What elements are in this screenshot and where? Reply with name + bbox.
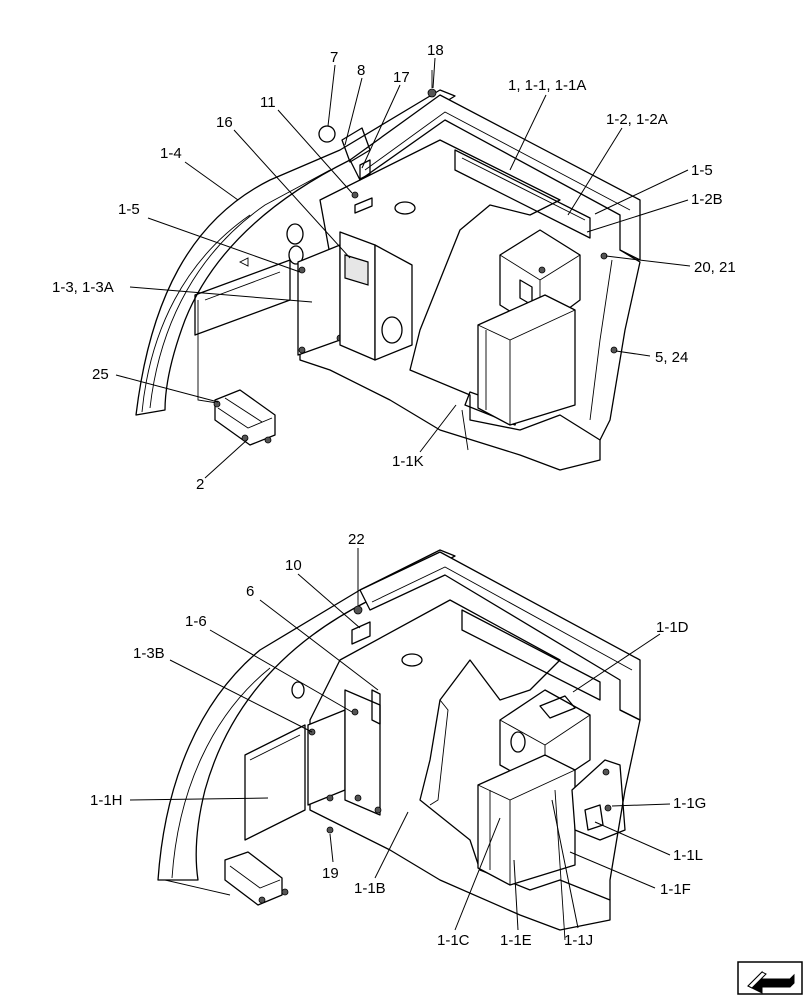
label-1-4: 1-4 [160, 145, 182, 162]
label-25: 25 [92, 366, 109, 383]
pedal-2 [213, 389, 276, 446]
cabinet-1-6 [344, 689, 382, 816]
top-rail-1 [349, 70, 641, 261]
label-19: 19 [322, 865, 339, 882]
label-1-5-right: 1-5 [691, 162, 713, 179]
label-6: 6 [246, 583, 254, 600]
label-1-1e: 1-1E [500, 932, 532, 949]
label-1-2: 1-2, 1-2A [606, 111, 668, 128]
box-1-3b [307, 709, 346, 806]
label-1: 1, 1-1, 1-1A [508, 77, 586, 94]
bottom-labels: 22 10 6 1-6 1-3B 1-1D 1-1H 1-1G 1-1L 19 … [90, 531, 706, 949]
panel-1-1h [244, 724, 306, 841]
label-18: 18 [427, 42, 444, 59]
label-1-1b: 1-1B [354, 880, 386, 897]
label-17: 17 [393, 69, 410, 86]
label-1-1h: 1-1H [90, 792, 123, 809]
label-1-1f: 1-1F [660, 881, 691, 898]
label-11: 11 [260, 94, 276, 111]
label-1-3: 1-3, 1-3A [52, 279, 114, 296]
knob-7 [318, 125, 336, 143]
plate-1-1g [571, 759, 626, 841]
control-box-1-3 [297, 231, 413, 361]
label-1-3b: 1-3B [133, 645, 165, 662]
bolt-22 [353, 605, 363, 615]
label-1-6: 1-6 [185, 613, 207, 630]
right-frame-bottom [609, 709, 641, 900]
label-5-24: 5, 24 [655, 349, 688, 366]
label-1-1g: 1-1G [673, 795, 706, 812]
floor-plate-bottom [309, 599, 611, 931]
right-frame [589, 249, 641, 441]
bottom-assembly-view [157, 549, 641, 941]
label-1-1d: 1-1D [656, 619, 689, 636]
label-1-2b: 1-2B [691, 191, 723, 208]
bolt-19 [326, 826, 334, 834]
label-7: 7 [330, 49, 338, 66]
bolt-11 [351, 191, 359, 199]
cover-1-1f [477, 754, 576, 886]
bracket-10 [351, 621, 371, 645]
rod-1-1k [461, 409, 469, 451]
side-panel-1-4 [135, 89, 456, 416]
label-10: 10 [285, 557, 302, 574]
clip-17 [359, 159, 371, 180]
bottom-leader-lines [129, 548, 671, 931]
side-panel-bottom [157, 549, 456, 896]
top-rail-bottom [359, 551, 641, 721]
tank-cover [477, 294, 576, 426]
rod-1-1j [554, 789, 566, 941]
label-8: 8 [357, 62, 365, 79]
label-22: 22 [348, 531, 365, 548]
pedal-bottom [224, 851, 289, 906]
arrow-box-icon[interactable] [737, 961, 803, 995]
label-1-1j: 1-1J [564, 932, 593, 949]
top-leader-lines [115, 57, 691, 479]
top-labels: 7 8 18 17 11 16 1, 1-1, 1-1A 1-4 1-2, 1-… [52, 42, 736, 493]
top-assembly-view [135, 70, 641, 471]
label-1-1c: 1-1C [437, 932, 470, 949]
label-1-1k: 1-1K [392, 453, 424, 470]
label-1-1l: 1-1L [673, 847, 703, 864]
label-2: 2 [196, 476, 204, 493]
label-20-21: 20, 21 [694, 259, 736, 276]
label-1-5-left: 1-5 [118, 201, 140, 218]
label-16: 16 [216, 114, 233, 131]
